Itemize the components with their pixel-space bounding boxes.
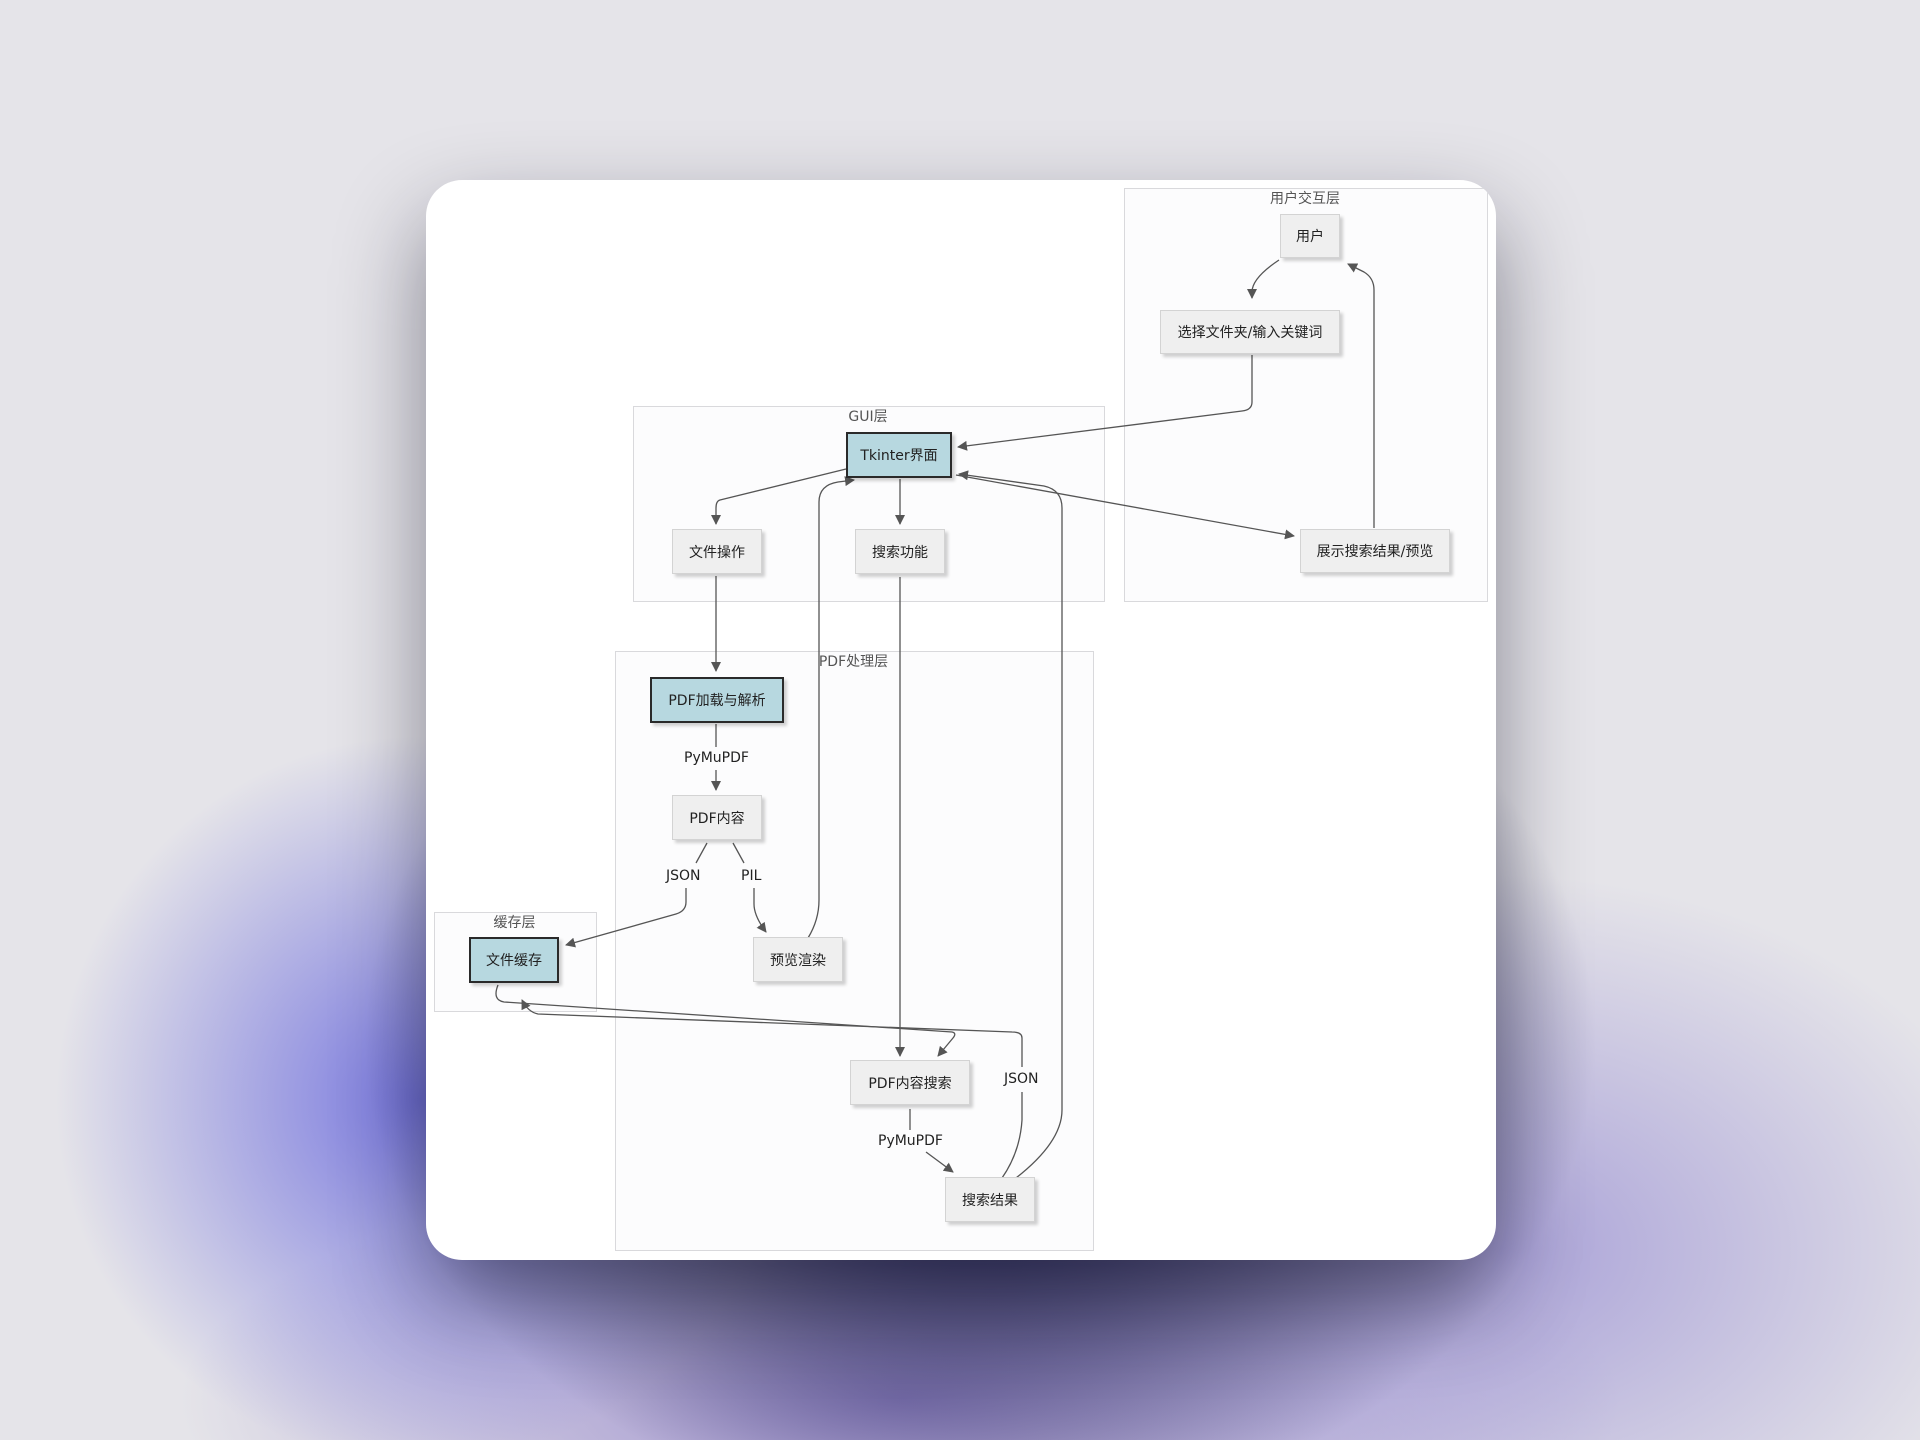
edge-results-to-tkinter <box>958 470 1063 1179</box>
edge-label-pymupdf-2: PyMuPDF <box>876 1133 945 1149</box>
edge-display-to-user <box>1347 263 1375 528</box>
edges <box>495 259 1375 1179</box>
node-pdf-content[interactable]: PDF内容 <box>672 795 762 840</box>
cluster-label-user-layer: 用户交互层 <box>1270 191 1340 207</box>
node-user[interactable]: 用户 <box>1280 214 1340 258</box>
edge-preview-to-tkinter <box>807 476 855 939</box>
edge-label-pil: PIL <box>739 868 764 884</box>
edge-user-to-select <box>1247 259 1280 299</box>
node-file-ops[interactable]: 文件操作 <box>672 529 762 574</box>
node-select-input[interactable]: 选择文件夹/输入关键词 <box>1160 310 1340 354</box>
node-pdf-load[interactable]: PDF加载与解析 <box>650 677 784 723</box>
node-search-results[interactable]: 搜索结果 <box>945 1177 1035 1222</box>
cluster-cache-layer <box>434 912 597 1012</box>
diagram-card: 用户交互层 GUI层 PDF处理层 缓存层 <box>426 180 1496 1260</box>
edge-label-json-2: JSON <box>1002 1071 1041 1087</box>
edge-content-to-preview-a <box>732 842 745 864</box>
cluster-label-cache-layer: 缓存层 <box>493 915 536 931</box>
node-tkinter[interactable]: Tkinter界面 <box>846 432 952 478</box>
node-pdf-search[interactable]: PDF内容搜索 <box>850 1060 970 1105</box>
edge-cache-to-pdfsearch <box>495 984 956 1057</box>
edge-results-to-cache-b <box>521 999 1023 1067</box>
edge-content-to-cache-a <box>695 842 708 864</box>
node-search-func[interactable]: 搜索功能 <box>855 529 945 574</box>
edge-content-to-preview-b <box>753 888 767 933</box>
edge-results-to-cache-a <box>1001 1092 1023 1179</box>
edge-content-to-cache-b <box>565 888 687 948</box>
edge-label-json-1: JSON <box>664 868 703 884</box>
node-display-results[interactable]: 展示搜索结果/预览 <box>1300 529 1450 573</box>
node-preview-render[interactable]: 预览渲染 <box>753 937 843 982</box>
edge-pdfsearch-to-results-b <box>925 1151 954 1173</box>
edge-select-to-tkinter <box>957 355 1253 451</box>
edge-label-pymupdf-1: PyMuPDF <box>682 750 751 766</box>
edge-tkinter-to-display <box>955 474 1295 540</box>
edge-tkinter-to-fileops <box>711 468 847 525</box>
cluster-label-gui-layer: GUI层 <box>848 409 888 425</box>
node-file-cache[interactable]: 文件缓存 <box>469 937 559 983</box>
cluster-label-pdf-layer: PDF处理层 <box>818 654 889 670</box>
